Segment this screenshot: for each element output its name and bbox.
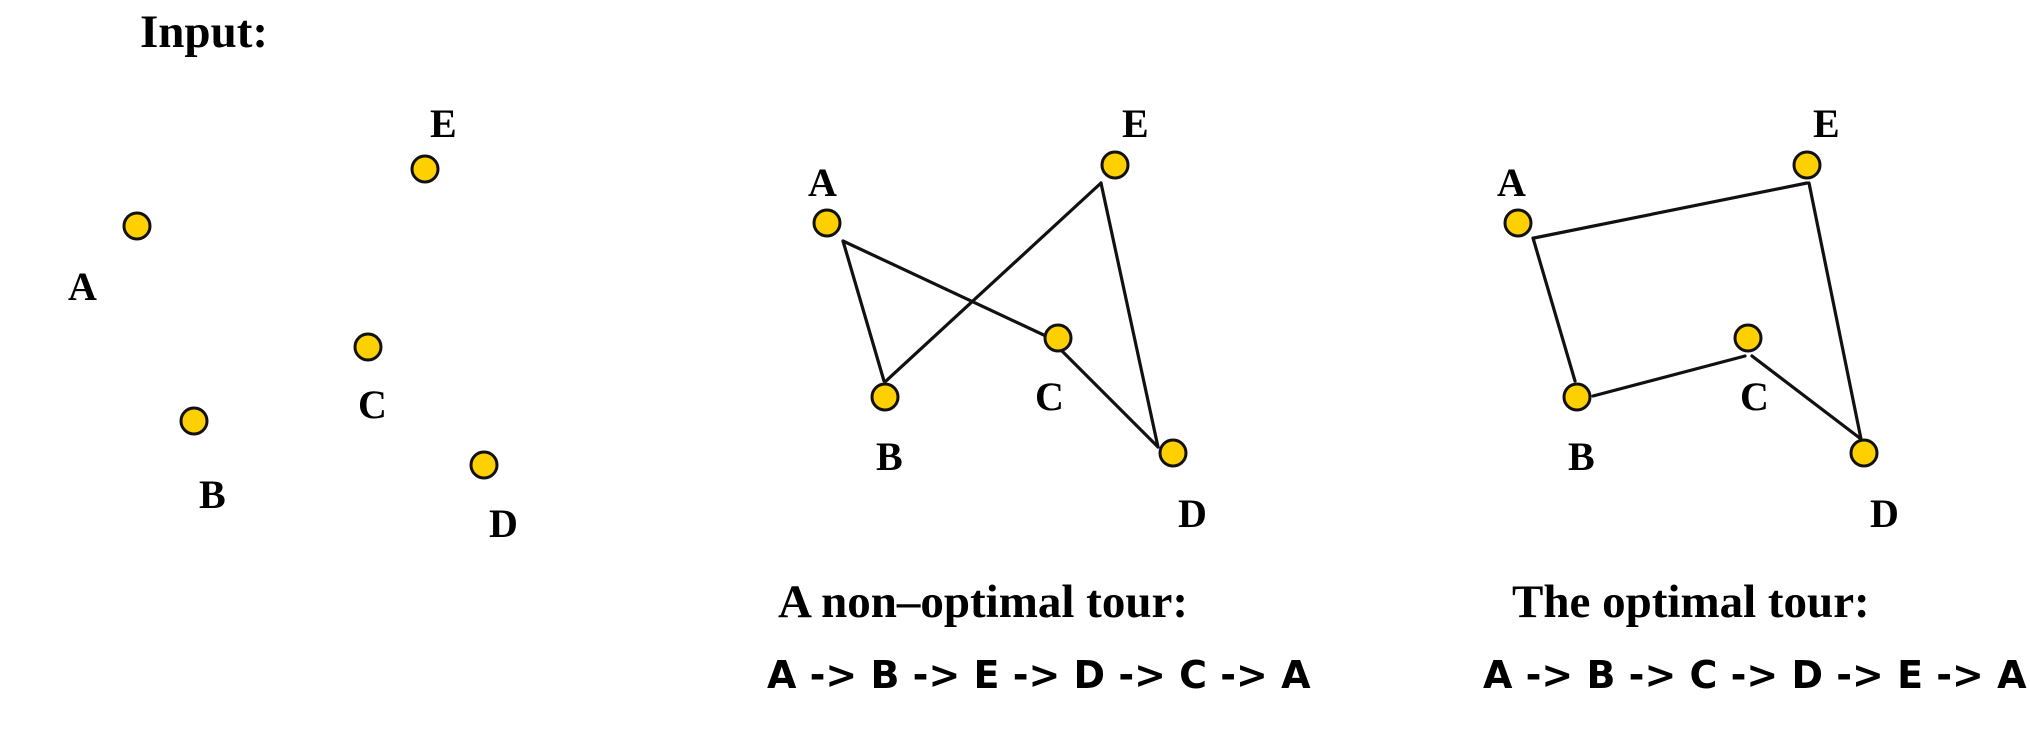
node-a-circle-icon <box>812 208 842 238</box>
node-label-e: E <box>1122 101 1149 146</box>
node-d-circle-icon <box>1849 438 1879 468</box>
node-c-circle-icon <box>1043 323 1073 353</box>
node-e-circle-icon <box>1100 150 1130 180</box>
node-label-a: A <box>808 160 837 205</box>
node-layer: A B C D E <box>68 101 518 546</box>
node-label-d: D <box>1178 491 1207 536</box>
node-c-circle-icon <box>353 332 383 362</box>
node-label-e: E <box>430 101 457 146</box>
panel-title-non-optimal: A non–optimal tour: <box>778 576 1188 628</box>
node-e-circle-icon <box>410 154 440 184</box>
node-a-circle-icon <box>122 211 152 241</box>
panel-optimal-tour: A B C D E The optimal tour: A -> B -> C -> D… <box>1483 101 2027 697</box>
tour-sequence-non-optimal: A -> B -> E -> D -> C -> A <box>767 653 1311 697</box>
panel-input: Input: A B C D E <box>68 6 518 546</box>
edge-a-b <box>841 239 886 383</box>
edge-layer <box>841 181 1160 449</box>
node-a-circle-icon <box>1503 208 1533 238</box>
edge-c-a <box>841 239 1050 339</box>
node-label-b: B <box>876 434 903 479</box>
node-label-b: B <box>199 472 226 517</box>
node-layer: A B C D E <box>808 101 1207 536</box>
edge-b-c <box>1591 354 1747 398</box>
edge-e-a <box>1532 181 1809 240</box>
node-label-c: C <box>358 382 387 427</box>
node-d-circle-icon <box>1158 438 1188 468</box>
edge-layer <box>1531 181 1863 441</box>
edge-b-e <box>884 181 1103 383</box>
node-label-c: C <box>1740 374 1769 419</box>
node-c-circle-icon <box>1733 323 1763 353</box>
node-label-c: C <box>1035 374 1064 419</box>
edge-d-c <box>1050 339 1160 449</box>
node-d-circle-icon <box>469 450 499 480</box>
edge-a-b <box>1531 236 1577 383</box>
node-label-d: D <box>489 501 518 546</box>
edge-c-d <box>1750 354 1863 441</box>
node-b-circle-icon <box>870 382 900 412</box>
node-label-b: B <box>1568 434 1595 479</box>
node-label-a: A <box>68 264 97 309</box>
node-layer: A B C D E <box>1497 101 1899 536</box>
panel-title-optimal: The optimal tour: <box>1512 576 1870 628</box>
node-label-e: E <box>1813 101 1840 146</box>
tour-sequence-optimal: A -> B -> C -> D -> E -> A <box>1483 653 2027 697</box>
edge-d-e <box>1807 181 1863 441</box>
node-label-d: D <box>1870 491 1899 536</box>
panel-non-optimal-tour: A B C D E A non–optimal tour: A -> B -> E ->… <box>767 101 1311 697</box>
panel-title-input: Input: <box>140 6 268 58</box>
node-e-circle-icon <box>1792 150 1822 180</box>
node-b-circle-icon <box>179 406 209 436</box>
edge-e-d <box>1099 181 1160 449</box>
node-label-a: A <box>1497 160 1526 205</box>
node-b-circle-icon <box>1562 382 1592 412</box>
